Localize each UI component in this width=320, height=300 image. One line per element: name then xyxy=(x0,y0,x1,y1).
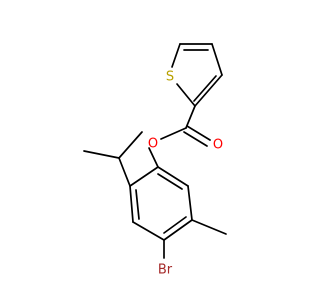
bond-c2-carbonyl xyxy=(185,105,196,129)
bond-ar6-ar1 xyxy=(157,166,189,187)
atom-sulfur-label: S xyxy=(166,70,174,85)
bond-ar3-ar4 xyxy=(132,221,165,241)
bond-carbonyl-o-double-b xyxy=(183,131,208,147)
bond-s-c2 xyxy=(176,83,196,107)
bond-ar2-ar3-double xyxy=(135,189,140,220)
atom-ester-oxygen-label: O xyxy=(148,137,158,152)
bond-c3-c2 xyxy=(194,74,223,107)
bond-ipr-ch-me1 xyxy=(118,131,143,159)
bond-ar2-ipr-ch xyxy=(118,157,131,187)
bond-ipr-ch-me2 xyxy=(83,150,120,159)
bond-ar6-ar1-double xyxy=(157,173,183,190)
bond-ar4-ar5-double xyxy=(163,216,187,234)
molecule-drawing: S O O Br xyxy=(83,43,227,278)
bond-carbonyl-o-double-a xyxy=(186,125,211,141)
bond-ar1-ar2 xyxy=(129,166,159,187)
bond-ar4-ar5 xyxy=(163,219,193,241)
bond-c3-c2-double xyxy=(193,75,217,102)
structure-diagram: S O O Br xyxy=(83,43,227,278)
bond-ar5-ar6 xyxy=(187,185,193,221)
bond-s-c5 xyxy=(171,43,181,68)
bond-ar2-ar3 xyxy=(129,185,134,223)
bond-ester-o-aryl xyxy=(148,147,159,168)
bond-ar5-methyl xyxy=(191,219,227,235)
bond-c4-c3 xyxy=(211,43,223,76)
bond-carbonyl-ester-o xyxy=(160,127,187,140)
atom-bromine-label: Br xyxy=(158,263,173,278)
atom-carbonyl-oxygen-label: O xyxy=(213,138,223,153)
